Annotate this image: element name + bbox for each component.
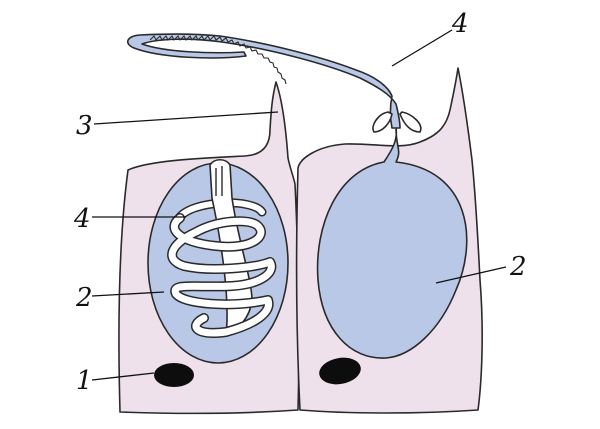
label-cnidocil: 3 (76, 111, 93, 141)
thread-tube (127, 33, 401, 129)
label-thread-coiled: 4 (73, 204, 91, 234)
nucleus-right (319, 357, 361, 385)
thread-barbs (149, 35, 287, 85)
stylet-right (399, 111, 422, 133)
leader-3 (93, 111, 279, 125)
label-capsule-right: 2 (509, 252, 527, 282)
leader-1 (91, 372, 155, 381)
coiled-thread (167, 158, 277, 338)
nucleus-left (154, 363, 194, 387)
leader-2-left (91, 291, 165, 297)
coil-front-fill (168, 214, 275, 337)
leader-4-right (391, 29, 453, 67)
label-nucleus-left: 1 (76, 366, 93, 396)
capsule-right (316, 127, 468, 359)
cell-right (295, 67, 483, 414)
label-capsule-left: 2 (75, 283, 93, 313)
label-thread-discharged: 4 (451, 9, 469, 39)
cell-left (118, 81, 300, 415)
stylet-left (372, 111, 393, 133)
leader-2-right (435, 266, 507, 284)
discharged-thread (127, 33, 422, 133)
